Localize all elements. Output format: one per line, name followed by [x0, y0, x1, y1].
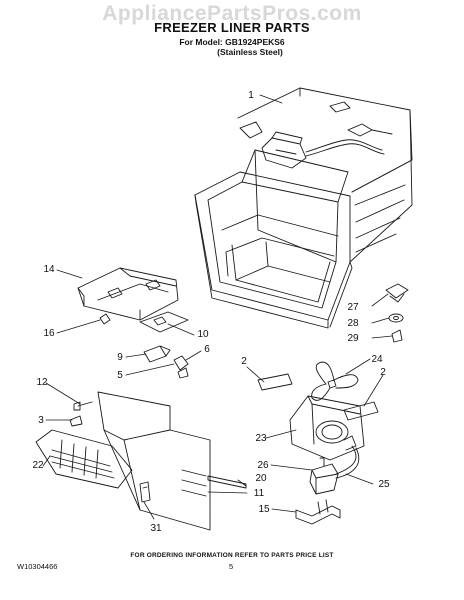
damper-knob-parts [385, 283, 409, 343]
leader-lines [42, 94, 393, 520]
callout-23: 23 [255, 433, 267, 444]
page-title: FREEZER LINER PARTS [154, 20, 310, 35]
callout-27: 27 [347, 302, 359, 313]
callout-15: 15 [258, 504, 270, 515]
callout-3: 3 [38, 415, 44, 426]
callout-10: 10 [197, 329, 209, 340]
ordering-note: FOR ORDERING INFORMATION REFER TO PARTS … [130, 552, 334, 559]
callout-2-right: 2 [380, 367, 386, 378]
callout-2-left: 2 [241, 356, 247, 367]
callout-12: 12 [36, 377, 48, 388]
callout-24: 24 [371, 354, 383, 365]
callout-31: 31 [150, 523, 162, 534]
evaporator-cover-assembly [35, 391, 247, 531]
freezer-liner [194, 87, 413, 329]
callout-labels: 1 14 16 10 9 6 5 12 3 22 31 11 20 2 24 2… [32, 90, 390, 534]
fan-motor-assembly [257, 361, 379, 525]
callout-22: 22 [32, 460, 44, 471]
callout-25: 25 [378, 479, 390, 490]
air-duct-assembly [77, 267, 189, 333]
callout-14: 14 [43, 264, 55, 275]
callout-28: 28 [347, 318, 359, 329]
variant-line: (Stainless Steel) [217, 47, 283, 57]
callout-26: 26 [257, 460, 269, 471]
callout-9: 9 [117, 352, 123, 363]
callout-11: 11 [254, 488, 265, 499]
model-info: For Model: GB1924PEKS6 (Stainless Steel) [0, 37, 464, 57]
callout-5: 5 [117, 370, 123, 381]
callout-20: 20 [255, 473, 267, 484]
thermistor-parts [143, 345, 189, 379]
callout-6: 6 [204, 344, 210, 355]
page-number: 5 [229, 562, 234, 571]
document-number: W10304466 [17, 562, 58, 571]
model-line: For Model: GB1924PEKS6 [179, 37, 285, 47]
callout-29: 29 [347, 333, 359, 344]
callout-1: 1 [248, 90, 254, 101]
callout-16: 16 [43, 328, 55, 339]
